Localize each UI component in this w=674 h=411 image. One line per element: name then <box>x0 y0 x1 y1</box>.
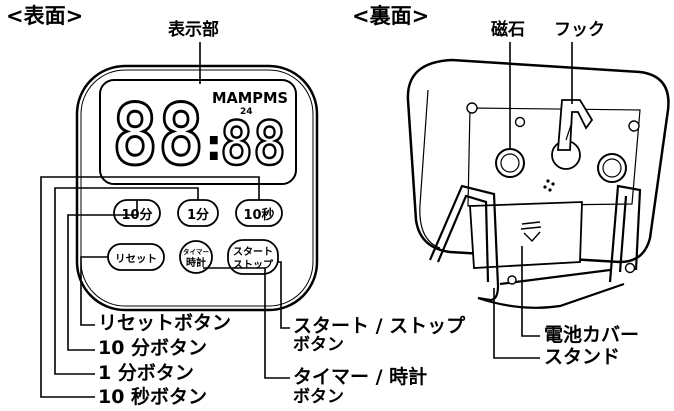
back-heading: <裏面> <box>352 4 430 28</box>
stand-pivot-left <box>507 275 517 285</box>
callout-start-stop-line1: スタート / ストップ <box>293 315 466 337</box>
magnet-left <box>495 148 525 178</box>
front-heading: <表面> <box>6 4 84 28</box>
magnet-right-inner <box>602 158 622 178</box>
stand-label: スタンド <box>544 346 621 368</box>
leader-10sec <box>40 176 260 398</box>
back-view <box>406 42 670 359</box>
button-start-stop[interactable] <box>227 239 279 275</box>
button-timer-clock-line1: タイマー <box>183 247 209 256</box>
callout-10min-button: 10 分ボタン <box>98 337 208 359</box>
leader-10min <box>67 200 138 351</box>
button-10sec-label: 10秒 <box>243 207 274 223</box>
battery-cover-grip-icon <box>520 221 542 243</box>
callout-start-stop-line2: ボタン <box>293 335 344 355</box>
leader-start-stop <box>278 261 290 329</box>
screw-hole-left <box>514 116 526 128</box>
display-colon: : <box>205 120 223 171</box>
display-window <box>99 79 297 185</box>
front-leader-lines <box>40 42 290 398</box>
button-start-stop-line2: ストップ <box>233 258 274 271</box>
callout-10sec-button: 10 秒ボタン <box>98 386 208 408</box>
display-indicator-24: 24 <box>240 107 253 117</box>
speaker-holes <box>543 179 555 192</box>
screw-hole-top-right <box>628 120 640 132</box>
hook-label: フック <box>554 20 605 40</box>
display-digits-left: 88 <box>112 86 204 184</box>
leader-timer-clock <box>203 267 290 379</box>
button-timer-clock-line2: 時計 <box>186 256 206 269</box>
callout-reset-button: リセットボタン <box>98 312 232 334</box>
magnet-left-inner <box>500 153 520 173</box>
leader-stand <box>493 288 540 359</box>
callout-timer-clock-line2: ボタン <box>293 387 344 407</box>
button-1min-label: 1分 <box>187 207 209 223</box>
magnet-right <box>597 153 627 183</box>
stand-pivot-right <box>624 262 636 274</box>
button-start-stop-line1: スタート <box>233 246 273 258</box>
leader-reset <box>80 256 108 326</box>
display-digits-right: 88 <box>220 109 286 179</box>
leader-1min <box>54 187 199 375</box>
display-section-label: 表示部 <box>168 20 219 40</box>
display-indicator: MAMPMS <box>212 89 288 107</box>
magnet-label: 磁石 <box>491 20 525 40</box>
front-view: 88 : 88 MAMPMS 24 10分 1分 10秒 リセット タイマー 時… <box>40 42 319 398</box>
screw-hole-top-left <box>466 102 478 114</box>
callout-1min-button: 1 分ボタン <box>98 362 194 384</box>
callout-timer-clock-line1: タイマー / 時計 <box>293 366 428 388</box>
button-timer-clock[interactable] <box>179 240 213 274</box>
leader-battery-cover <box>521 246 540 337</box>
hook-detail <box>565 121 573 141</box>
button-reset-label: リセット <box>115 253 157 265</box>
back-leader-lines <box>493 42 573 359</box>
stand[interactable] <box>428 184 642 309</box>
battery-cover-label: 電池カバー <box>544 324 640 346</box>
